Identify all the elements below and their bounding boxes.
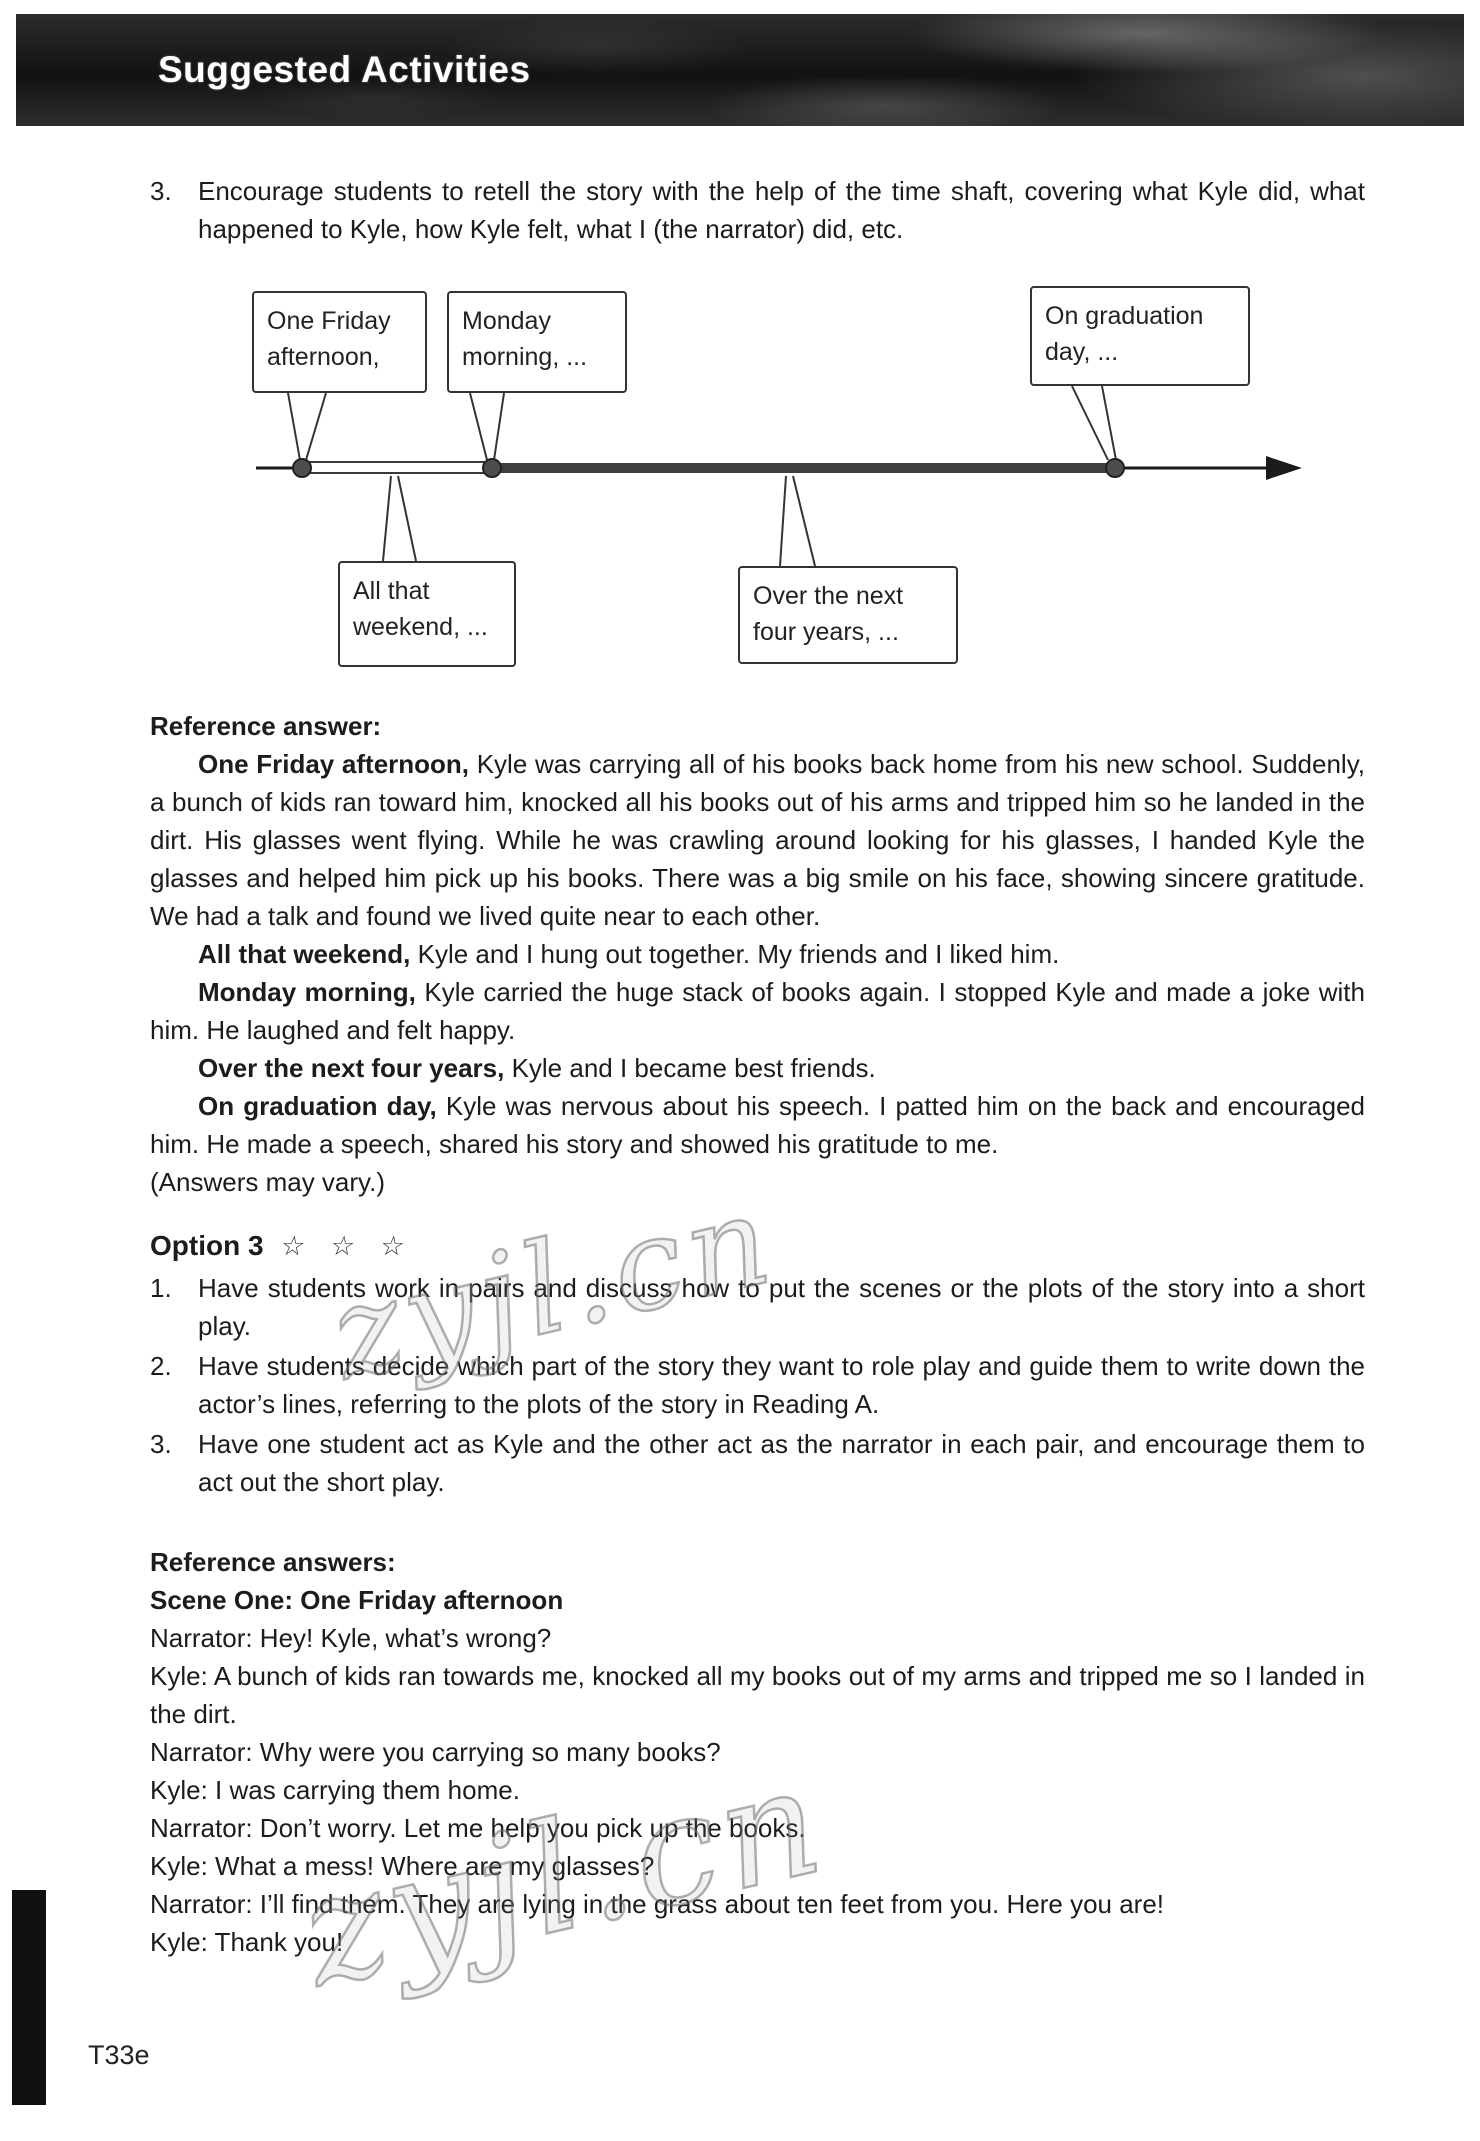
callout-label: All that weekend, ... bbox=[353, 577, 488, 641]
option3-star-rating-icon: ☆ ☆ ☆ bbox=[278, 1231, 416, 1261]
callout-label: On graduation day, ... bbox=[1045, 302, 1204, 366]
option3-item-number: 2. bbox=[150, 1351, 172, 1381]
paragraph-body: Kyle was carrying all of his books back … bbox=[150, 749, 1365, 931]
callout-tails bbox=[287, 385, 1117, 567]
reference-paragraph: All that weekend, Kyle and I hung out to… bbox=[150, 935, 1365, 973]
option3-item: 1. Have students work in pairs and discu… bbox=[150, 1269, 1365, 1345]
dialogue-line: Narrator: Don’t worry. Let me help you p… bbox=[150, 1813, 806, 1843]
activity-item-text: Encourage students to retell the story w… bbox=[198, 176, 1365, 244]
callout-label: Monday morning, ... bbox=[462, 307, 588, 371]
dialogue-line: Narrator: Hey! Kyle, what’s wrong? bbox=[150, 1623, 552, 1653]
dialogue-heading: Reference answers: bbox=[150, 1547, 396, 1577]
paragraph-body: Kyle was nervous about his speech. I pat… bbox=[150, 1091, 1365, 1159]
option3-item-number: 1. bbox=[150, 1273, 172, 1303]
option3-item: 2. Have students decide which part of th… bbox=[150, 1347, 1365, 1423]
paragraph-body: Kyle and I hung out together. My friends… bbox=[410, 939, 1060, 969]
dialogue-line: Kyle: Thank you! bbox=[150, 1927, 344, 1957]
reference-paragraph: On graduation day, Kyle was nervous abou… bbox=[150, 1087, 1365, 1163]
timeline-svg bbox=[256, 385, 1302, 567]
dialogue-line: Narrator: I’ll find them. They are lying… bbox=[150, 1889, 1165, 1919]
paragraph-body: Kyle and I became best friends. bbox=[504, 1053, 876, 1083]
reference-paragraph: Monday morning, Kyle carried the huge st… bbox=[150, 973, 1365, 1049]
page-content: 3. Encourage students to retell the stor… bbox=[0, 172, 1480, 1961]
option3-title: Option 3 bbox=[150, 1230, 264, 1261]
timeline-arrowhead-icon bbox=[1266, 456, 1302, 480]
activity-item-3: 3. Encourage students to retell the stor… bbox=[150, 172, 1365, 248]
sidebar-black-mark bbox=[12, 1890, 46, 2105]
timeline-dot-graduation bbox=[1105, 458, 1125, 478]
page-title: Suggested Activities bbox=[158, 49, 531, 90]
option3-item-number: 3. bbox=[150, 1429, 172, 1459]
callout-box-one-friday: One Friday afternoon, bbox=[252, 291, 427, 393]
callout-box-four-years: Over the next four years, ... bbox=[738, 566, 958, 664]
activity-item-number: 3. bbox=[150, 176, 172, 206]
reference-paragraph: Over the next four years, Kyle and I bec… bbox=[150, 1049, 1365, 1087]
dialogue-line: Kyle: What a mess! Where are my glasses? bbox=[150, 1851, 655, 1881]
answers-note: (Answers may vary.) bbox=[150, 1167, 385, 1197]
dialogue-line: Narrator: Why were you carrying so many … bbox=[150, 1737, 721, 1767]
timeline-segment-open bbox=[301, 461, 493, 474]
paragraph-lead: Monday morning, bbox=[198, 977, 416, 1007]
dialogue-line: Kyle: I was carrying them home. bbox=[150, 1775, 520, 1805]
paragraph-lead: Over the next four years, bbox=[198, 1053, 505, 1083]
paragraph-lead: On graduation day, bbox=[198, 1091, 437, 1121]
callout-label: Over the next four years, ... bbox=[753, 582, 904, 646]
header-banner: Suggested Activities bbox=[16, 14, 1464, 126]
option3-item-text: Have students decide which part of the s… bbox=[198, 1351, 1365, 1419]
scene-heading: Scene One: One Friday afternoon bbox=[150, 1585, 564, 1615]
dialogue-line: Kyle: A bunch of kids ran towards me, kn… bbox=[150, 1661, 1365, 1729]
callout-label: One Friday afternoon, bbox=[267, 307, 391, 371]
paragraph-lead: All that weekend, bbox=[198, 939, 411, 969]
timeline-dot-friday bbox=[292, 458, 312, 478]
option3-item-text: Have students work in pairs and discuss … bbox=[198, 1273, 1365, 1341]
paragraph-body: Kyle carried the huge stack of books aga… bbox=[150, 977, 1365, 1045]
option3-steps: 1. Have students work in pairs and discu… bbox=[150, 1269, 1365, 1501]
option3-heading: Option 3 ☆ ☆ ☆ bbox=[150, 1227, 1365, 1265]
reference-paragraph: One Friday afternoon, Kyle was carrying … bbox=[150, 745, 1365, 935]
callout-box-weekend: All that weekend, ... bbox=[338, 561, 516, 667]
callout-box-monday: Monday morning, ... bbox=[447, 291, 627, 393]
option3-item-text: Have one student act as Kyle and the oth… bbox=[198, 1429, 1365, 1497]
timeline-diagram: One Friday afternoon, Monday morning, ..… bbox=[0, 286, 1480, 681]
option3-item: 3. Have one student act as Kyle and the … bbox=[150, 1425, 1365, 1501]
callout-box-graduation: On graduation day, ... bbox=[1030, 286, 1250, 386]
timeline-segment-filled bbox=[492, 463, 1115, 473]
timeline-dot-monday bbox=[482, 458, 502, 478]
page-number: T33e bbox=[88, 2040, 150, 2070]
paragraph-lead: One Friday afternoon, bbox=[198, 749, 470, 779]
reference-answer-heading: Reference answer: bbox=[150, 711, 382, 741]
